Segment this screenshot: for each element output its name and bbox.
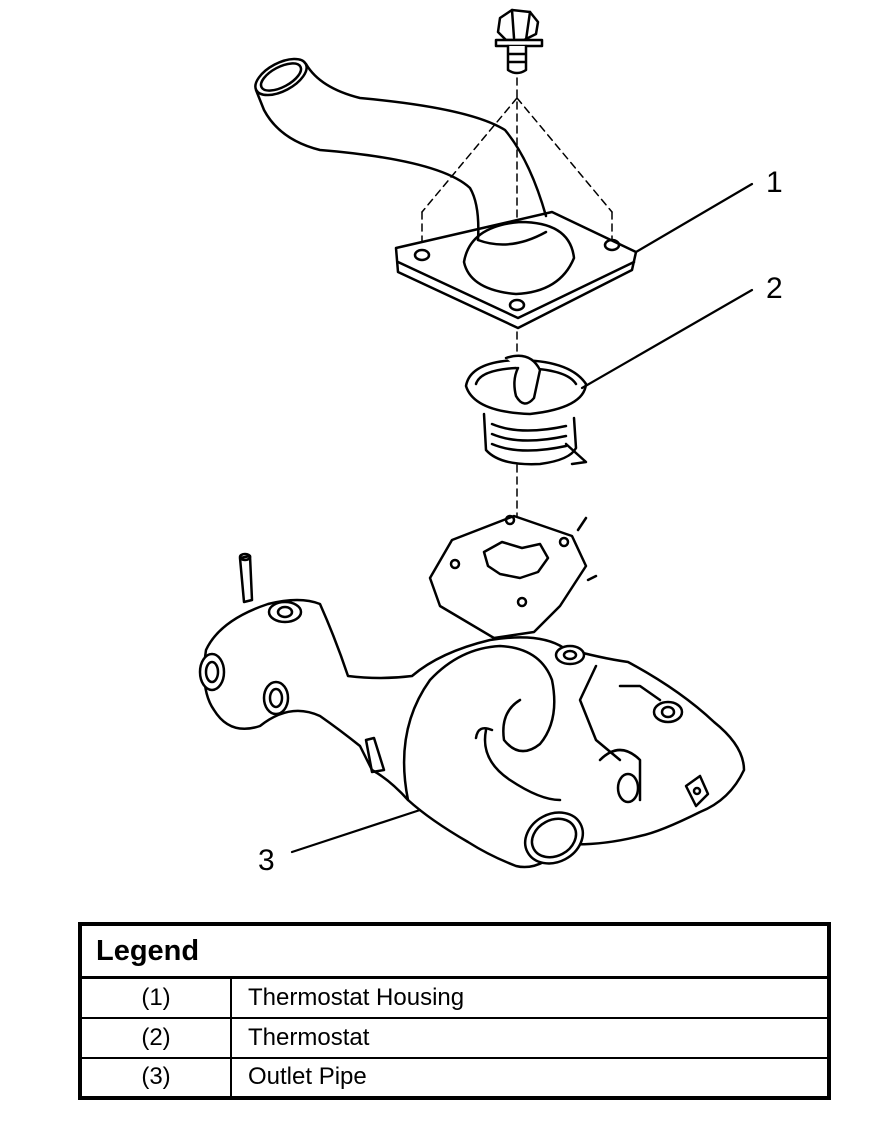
legend-row: (3) Outlet Pipe xyxy=(82,1056,827,1096)
callout-3: 3 xyxy=(258,844,275,877)
leader-lines xyxy=(290,182,754,854)
bolt xyxy=(494,8,544,75)
thermostat-housing xyxy=(254,57,638,330)
legend-number: (3) xyxy=(82,1056,232,1096)
legend-description: Thermostat Housing xyxy=(230,976,827,1019)
leader-line-3 xyxy=(290,808,422,854)
leader-line-2 xyxy=(580,288,754,390)
legend-table: Legend (1) Thermostat Housing (2) Thermo… xyxy=(78,922,831,1100)
exploded-view-diagram: 1 2 3 xyxy=(198,8,783,877)
callout-1: 1 xyxy=(766,166,783,199)
leader-line-1 xyxy=(634,182,754,254)
legend-row: (2) Thermostat xyxy=(82,1016,827,1059)
legend-number: (1) xyxy=(82,976,232,1019)
legend-description: Thermostat xyxy=(230,1016,827,1059)
legend-title: Legend xyxy=(82,926,827,979)
legend-description: Outlet Pipe xyxy=(230,1056,827,1096)
thermostat xyxy=(464,354,588,466)
legend-row: (1) Thermostat Housing xyxy=(82,976,827,1019)
gasket xyxy=(428,514,598,640)
outlet-pipe xyxy=(198,552,746,869)
callout-2: 2 xyxy=(766,272,783,305)
legend-number: (2) xyxy=(82,1016,232,1059)
